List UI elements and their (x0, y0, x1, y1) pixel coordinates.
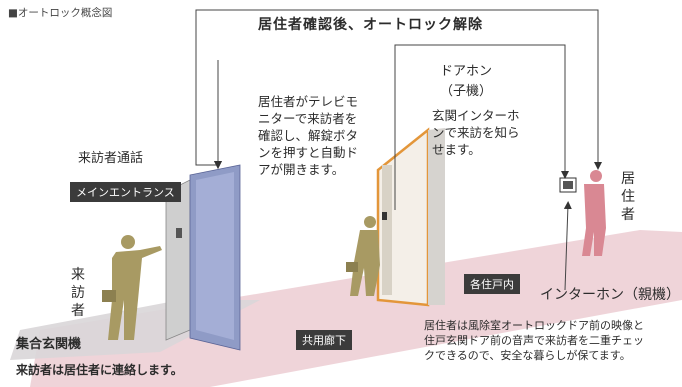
common-corridor-label: 共用廊下 (296, 330, 352, 350)
unit-door-wall (428, 128, 445, 305)
intercom-desc: 玄関インターホ ンで来訪を知ら せます。 (432, 108, 520, 157)
floor-pink (30, 230, 682, 387)
intercom-unit (382, 212, 387, 220)
entrance-panel (165, 179, 191, 341)
intercom-master-label: インターホン（親機） (540, 287, 680, 303)
visitor-at-door-figure (346, 216, 380, 296)
each-unit-label: 各住戸内 (464, 274, 520, 294)
collective-entrance-unit-label: 集合玄関機 (16, 337, 82, 352)
visitor-note: 来訪者は居住者に連絡します。 (16, 363, 183, 377)
resident-vertical-label: 居 住 者 (621, 171, 635, 223)
visitor-vertical-label: 来 訪 者 (71, 267, 85, 319)
resident-figure (582, 170, 606, 256)
intercom-label: ドアホン （子機） (440, 64, 493, 99)
auto-lock-signal-line (195, 9, 599, 166)
master-pointer (563, 201, 572, 291)
main-entrance-door-glass (196, 172, 234, 340)
resident-monitor-desc: 居住者がテレビモ ニターで来訪者を 確認し、解錠ボタ ンを押すと自動ド アが開き… (258, 94, 359, 177)
entrance-panel-button (176, 228, 182, 238)
intercom-line (394, 44, 566, 210)
top-caption: 居住者確認後、オートロック解除 (258, 17, 483, 33)
resident-note: 居住者は風除室オートロックドア前の映像と 住戸玄関ドア前の音声で来訪者を二重チェ… (424, 319, 644, 362)
main-entrance-label: メインエントランス (70, 182, 181, 202)
visitor-figure (102, 235, 162, 340)
visitor-call-label: 来訪者通話 (78, 151, 144, 166)
diagram-title: ■オートロック概念図 (8, 7, 113, 19)
unit-door-panel (382, 165, 392, 295)
